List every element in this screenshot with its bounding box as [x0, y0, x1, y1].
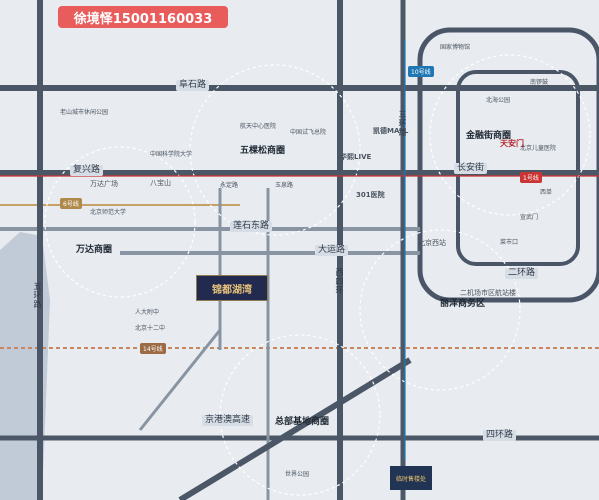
landmark-beijingxizhan: 北京西站: [418, 239, 446, 247]
poi-item: 北海公园: [486, 97, 511, 104]
landmark-erjichang: 二机场市区航站楼: [460, 289, 516, 297]
road-fuchenglu: 阜石路: [176, 80, 210, 91]
sales-office-marker[interactable]: 临时售楼处: [390, 466, 432, 490]
landmark-babaoshan: 八宝山: [150, 179, 171, 187]
poi-item: 西单: [540, 189, 553, 196]
metro-line1: 1号线: [520, 172, 542, 183]
poi-item: 南锣鼓: [530, 79, 549, 86]
landmark-huamao: 华熙LIVE: [340, 153, 372, 161]
poi-item: 中国试飞总院: [290, 129, 327, 136]
poi-item: 玉泉路: [275, 182, 294, 189]
road-lianshidonglu: 莲石东路: [230, 221, 273, 232]
landmark-tiananmen: 天安门: [500, 139, 524, 148]
road-daguanlu: 大运路: [315, 245, 349, 256]
metro-line14: 14号线: [140, 343, 166, 354]
poi-item: 世界公园: [285, 471, 310, 478]
area-lize: 丽泽商务区: [440, 299, 486, 309]
area-wanda: 万达商圈: [76, 245, 113, 255]
poi-item: 北京师范大学: [90, 209, 127, 216]
area-zongbu: 总部基地商圈: [275, 417, 330, 427]
road-changanjie: 长安街: [454, 163, 488, 174]
poi-item: 宣武门: [520, 214, 539, 221]
poi-item: 永定路: [220, 182, 239, 189]
road-sanhuan: 三环路: [398, 110, 407, 137]
road-erhuan: 二环路: [505, 268, 539, 279]
area-wukesong: 五棵松商圈: [240, 146, 286, 156]
road-xisihuan: 西四环: [335, 268, 344, 295]
metro-line10: 10号线: [408, 66, 434, 77]
poi-item: 北京儿童医院: [520, 145, 557, 152]
landmark-wandaguangchang: 万达广场: [90, 180, 118, 188]
poi-item: 老山城市休闲公园: [60, 109, 109, 116]
poi-item: 北京十二中: [135, 325, 166, 332]
poi-item: 航天中心医院: [240, 123, 277, 130]
landmark-huiyuan: 301医院: [356, 191, 385, 199]
project-marker[interactable]: 锦都湖湾: [196, 275, 268, 301]
area-jinrongjie: 金融街商圈: [466, 131, 512, 141]
landmark-kaiyuan: 凯德MALL: [373, 127, 409, 135]
road-jinghao: 京港澳高速: [202, 415, 254, 426]
poi-item: 中国科学院大学: [150, 151, 193, 158]
poi-item: 菜市口: [500, 239, 519, 246]
road-fuxinglu: 复兴路: [70, 165, 104, 176]
poi-item: 人大附中: [135, 309, 160, 316]
road-sihuanlu: 四环路: [483, 430, 517, 441]
contact-phone-badge[interactable]: 徐境怿15001160033: [58, 6, 228, 28]
poi-item: 国家博物馆: [440, 44, 471, 51]
road-wuhuanlu: 五环路: [33, 282, 42, 309]
metro-line6: 6号线: [60, 198, 82, 209]
